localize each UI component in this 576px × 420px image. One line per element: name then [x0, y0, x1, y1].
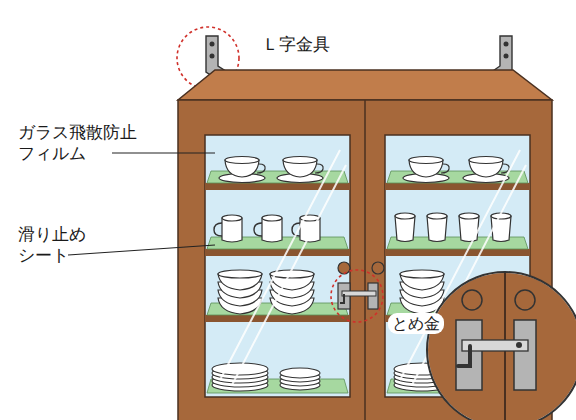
latch — [338, 283, 378, 309]
part-label: 滑り止め シート — [18, 224, 113, 266]
leader-line — [68, 245, 215, 255]
leader-line — [112, 152, 215, 153]
glass-door — [205, 135, 350, 397]
part-label: ガラス飛散防止 フィルム — [18, 122, 168, 164]
part-label: とめ金 — [388, 313, 444, 334]
part-label: Ｌ字金具 — [262, 34, 330, 55]
zoom-detail — [420, 270, 576, 420]
cabinet-top — [178, 70, 552, 100]
cabinet-body — [178, 100, 552, 420]
highlight-circle — [331, 270, 383, 322]
